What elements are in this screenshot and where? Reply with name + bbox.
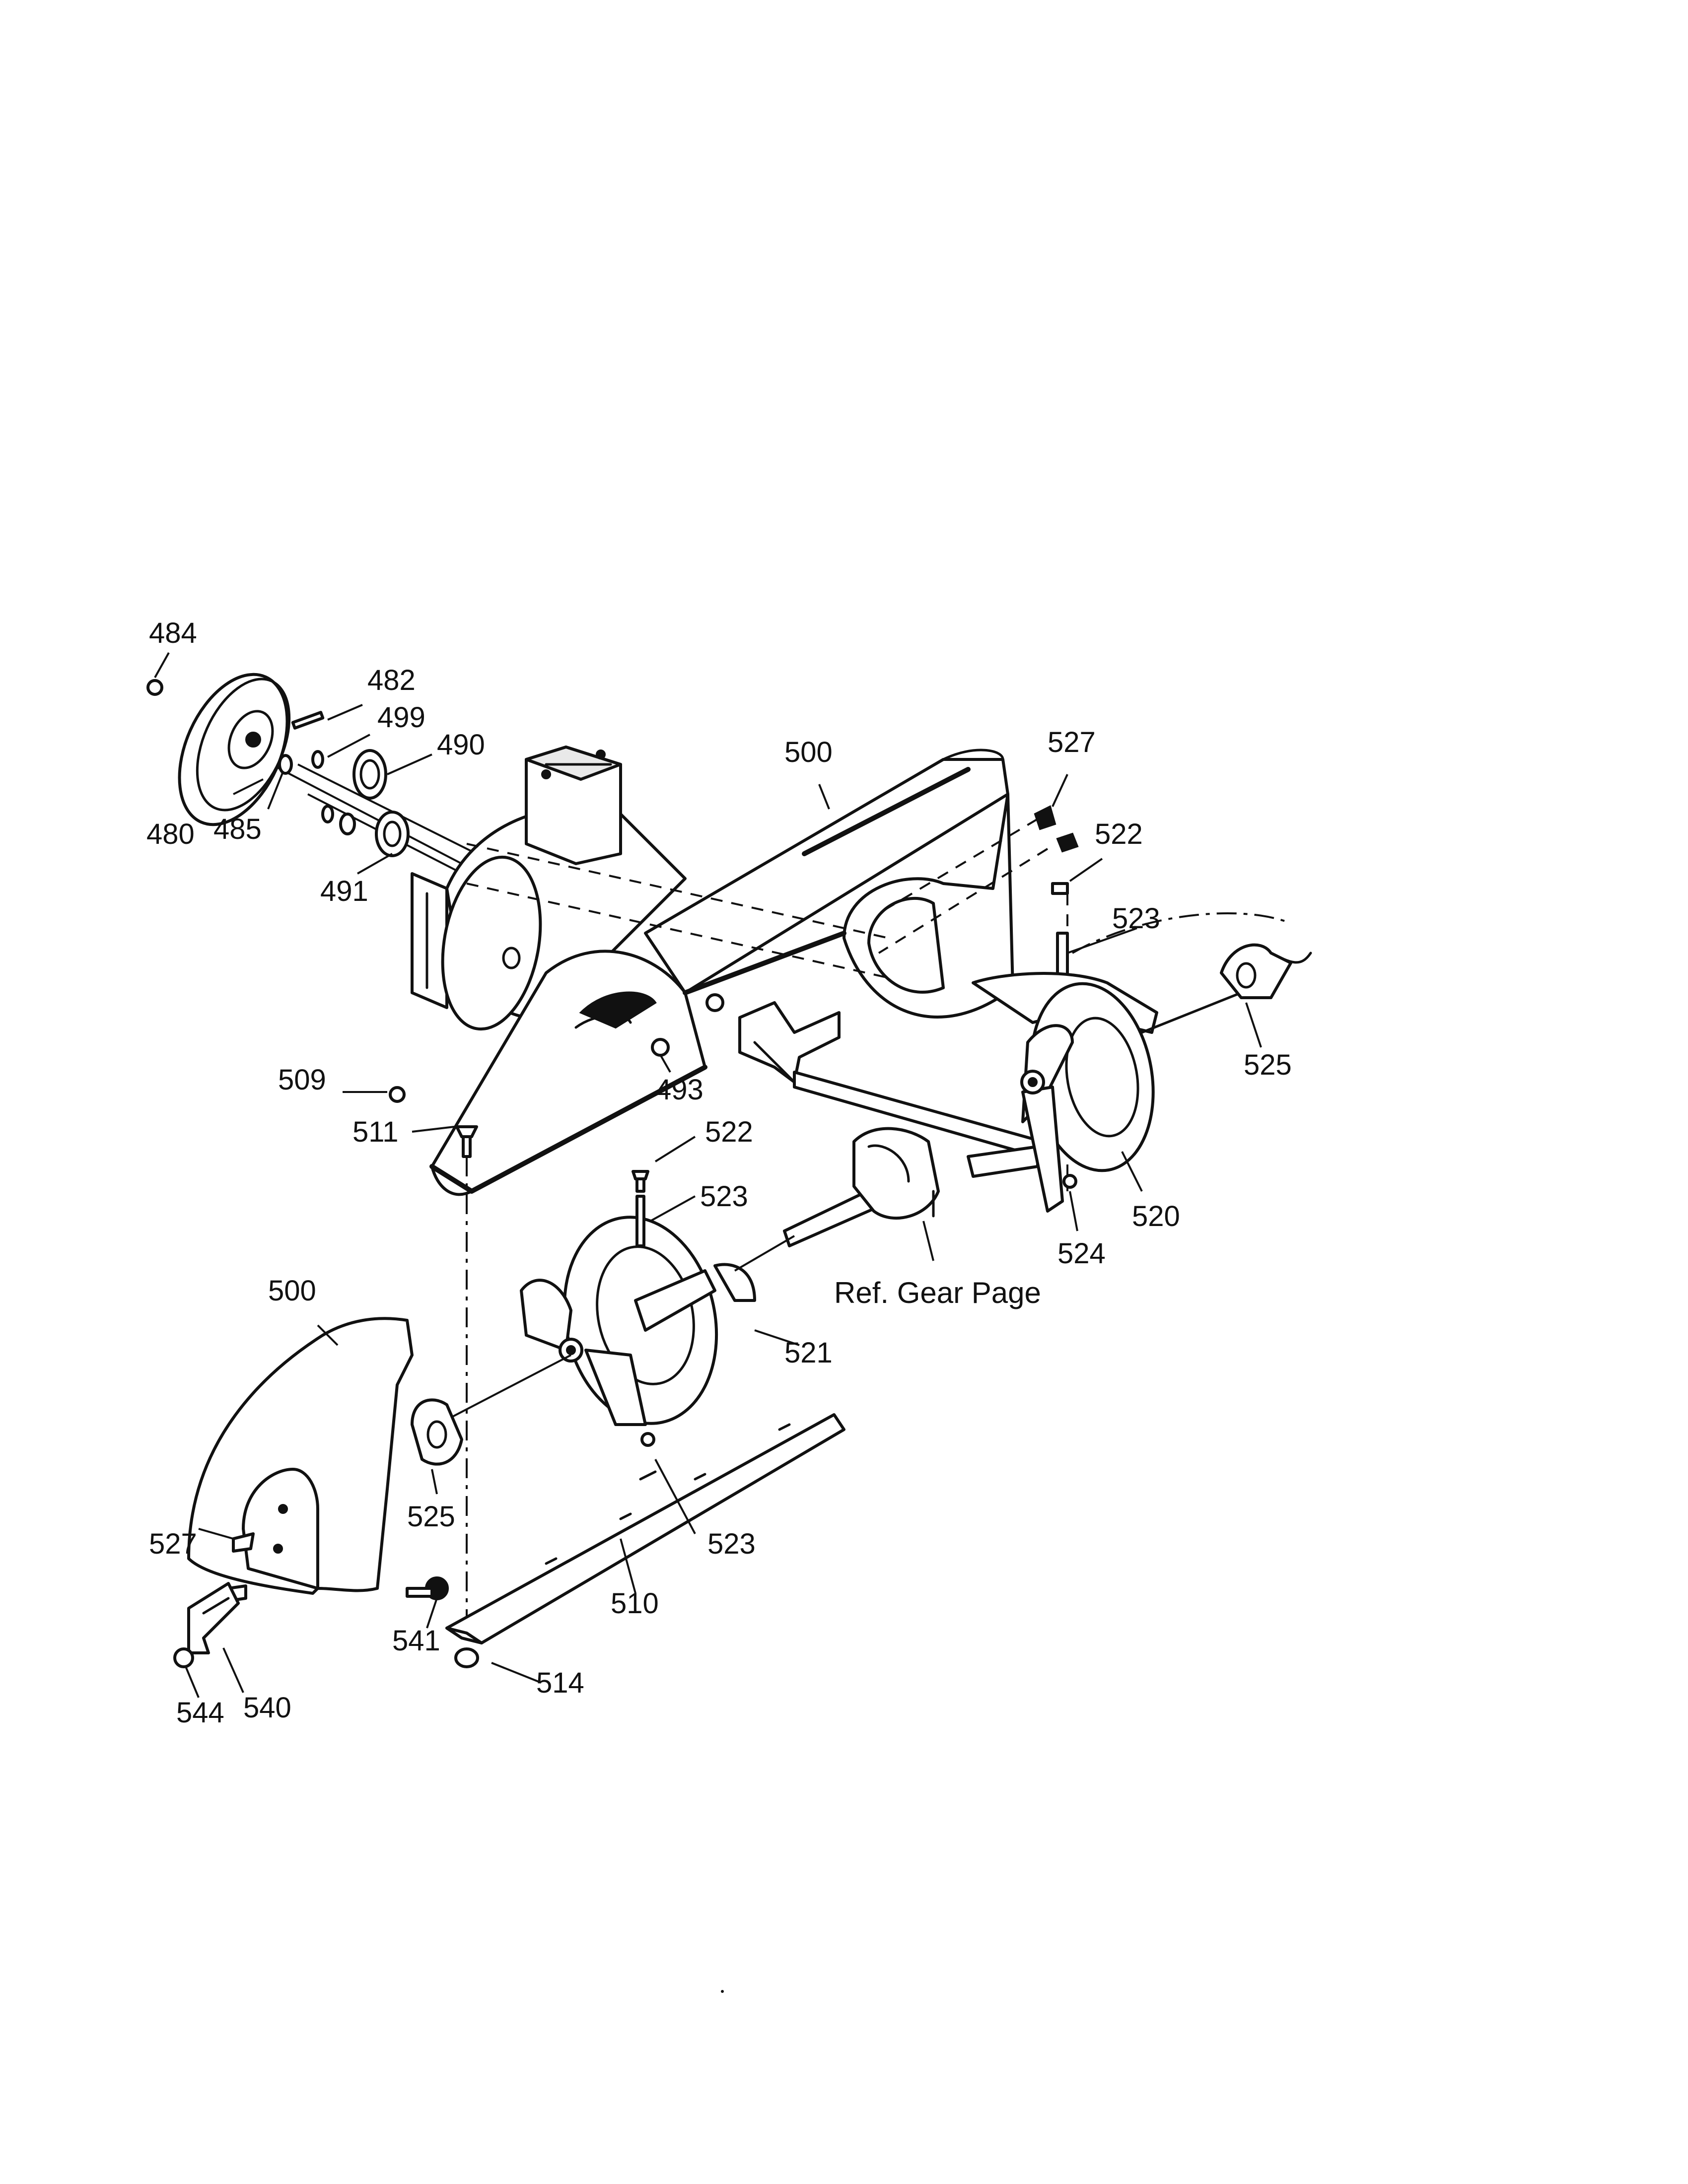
auger-right: [972, 972, 1243, 1213]
label-523-lower: 523: [700, 1180, 748, 1213]
shear-bolt-pin: [632, 1170, 649, 1247]
label-541: 541: [392, 1625, 440, 1657]
bearing-flange-right: [1220, 943, 1312, 999]
label-525-lower: 525: [407, 1501, 455, 1533]
label-482: 482: [367, 664, 416, 696]
label-500-lower: 500: [268, 1275, 316, 1307]
leader-lines: [154, 652, 1262, 1698]
scraper-bar: [445, 1413, 845, 1668]
label-524: 524: [1057, 1237, 1106, 1270]
alignment-lines: [466, 818, 1291, 1618]
label-511: 511: [352, 1116, 398, 1148]
hardware-left-front: [389, 993, 724, 1158]
auger-housing-upper: [411, 746, 1014, 1196]
label-521: 521: [784, 1337, 833, 1369]
label-480: 480: [146, 818, 195, 850]
label-499: 499: [377, 701, 425, 734]
label-525-upper: 525: [1244, 1049, 1292, 1081]
page-dot: [721, 1990, 724, 1993]
label-485: 485: [213, 813, 262, 845]
label-520: 520: [1132, 1200, 1180, 1232]
gearbox-shaft: [738, 1001, 1044, 1247]
label-484: 484: [149, 617, 197, 649]
label-544: 544: [176, 1697, 224, 1729]
label-509: 509: [278, 1064, 326, 1096]
part-number-labels: 484 482 499 490 480 485 491 500 527 522 …: [146, 617, 1292, 1729]
label-493: 493: [655, 1074, 703, 1106]
label-491: 491: [320, 875, 368, 907]
label-510: 510: [611, 1587, 659, 1620]
label-500-upper: 500: [784, 736, 833, 768]
label-514: 514: [536, 1667, 584, 1699]
label-522-lower: 522: [705, 1116, 753, 1148]
ref-gear-page-label: Ref. Gear Page: [834, 1276, 1041, 1309]
pulley-assembly: [146, 673, 492, 889]
label-523-bottom: 523: [707, 1528, 756, 1560]
label-527-lower: 527: [149, 1528, 197, 1560]
label-490: 490: [437, 729, 485, 761]
auger-left: [446, 1216, 795, 1447]
auger-housing-side-panel: [173, 1317, 463, 1668]
label-527-upper: 527: [1048, 726, 1096, 758]
hardware-right-top: [1034, 805, 1079, 989]
label-523-upper: 523: [1112, 902, 1160, 935]
label-522-upper: 522: [1095, 818, 1143, 850]
label-540: 540: [243, 1692, 291, 1724]
